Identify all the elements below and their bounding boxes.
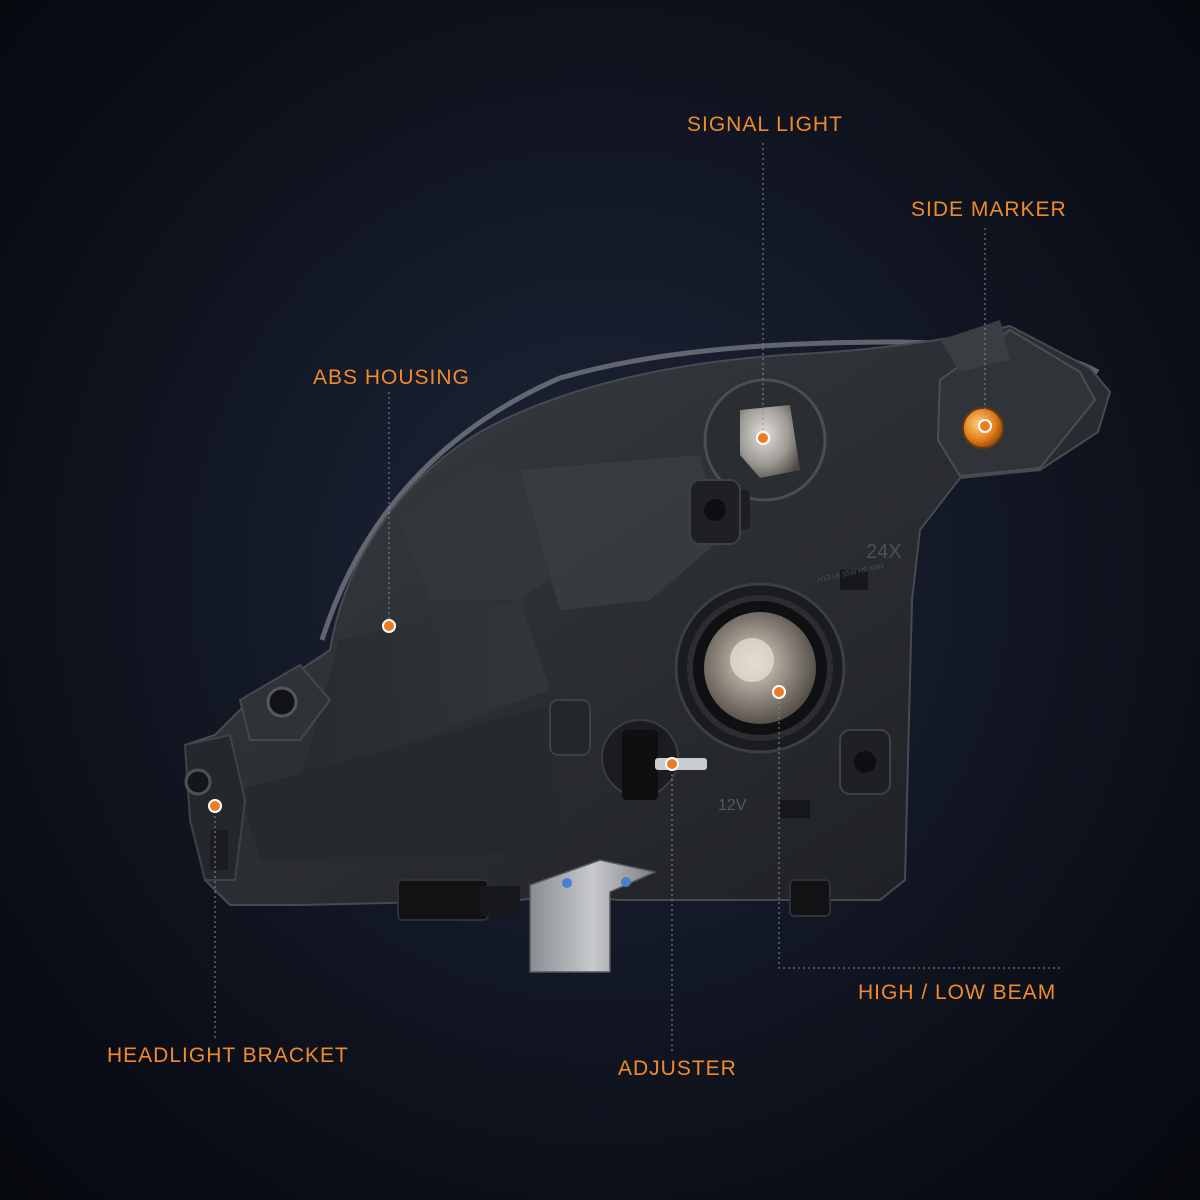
housing-center-block xyxy=(520,455,720,610)
dot-signal-light xyxy=(756,431,770,445)
marking-code: 24X xyxy=(866,541,902,563)
lower-connectors xyxy=(397,879,831,921)
callout-side-marker: SIDE MARKER xyxy=(911,198,1067,221)
callout-abs-housing: ABS HOUSING xyxy=(313,366,470,389)
dot-side-marker xyxy=(978,419,992,433)
marking-voltage: 12V xyxy=(718,797,747,814)
dot-high-low-beam xyxy=(772,685,786,699)
adjuster-knob xyxy=(601,719,707,800)
leader-lines xyxy=(214,143,1062,1054)
callout-high-low-beam: HIGH / LOW BEAM xyxy=(858,981,1057,1004)
callout-headlight-bracket: HEADLIGHT BRACKET xyxy=(107,1044,349,1067)
dot-headlight-bracket xyxy=(208,799,222,813)
bottom-bracket xyxy=(529,859,658,973)
callout-adjuster: ADJUSTER xyxy=(618,1057,737,1080)
dot-abs-housing xyxy=(382,619,396,633)
left-mount-tab xyxy=(238,663,332,741)
top-mount-tab xyxy=(940,320,1010,372)
headlight-assembly: 12V 24X H13 LB 55W HB 60W xyxy=(183,320,1112,973)
leader-high-low-beam xyxy=(778,692,1062,969)
dot-adjuster xyxy=(665,757,679,771)
callout-dots xyxy=(208,419,992,813)
housing-ridge-lower xyxy=(240,705,560,860)
callout-signal-light: SIGNAL LIGHT xyxy=(687,113,843,136)
mounting-bosses xyxy=(549,479,891,818)
high-low-beam-port xyxy=(674,582,846,754)
housing-facet-left xyxy=(300,600,550,780)
